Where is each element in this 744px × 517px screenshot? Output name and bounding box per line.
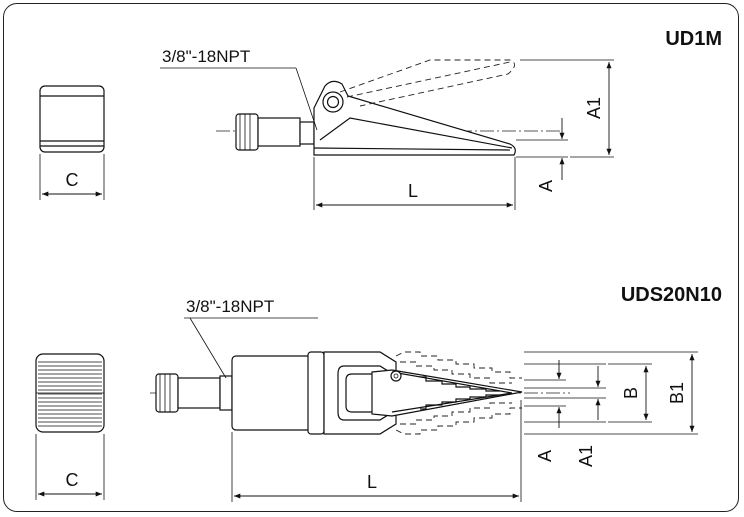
ud1m-dim-l: L	[408, 181, 418, 201]
uds20n10-port-callout: 3/8"-18NPT	[184, 297, 318, 379]
ud1m-end-view: C	[39, 85, 105, 200]
drawing-frame	[3, 3, 739, 512]
ud1m-drawing: UD1M C	[39, 28, 722, 210]
ud1m-coupler	[216, 113, 560, 151]
ud1m-dim-a: A	[536, 180, 556, 192]
ud1m-port-label: 3/8"-18NPT	[162, 47, 250, 66]
uds20n10-dim-c: C	[66, 470, 79, 490]
ud1m-dim-c: C	[66, 170, 79, 190]
ud1m-dim-a-line: A	[516, 118, 568, 192]
uds20n10-dim-l-line: L	[231, 400, 522, 502]
ud1m-dim-a1: A1	[584, 97, 604, 119]
ud1m-port-callout: 3/8"-18NPT	[160, 47, 318, 131]
uds20n10-port-label: 3/8"-18NPT	[186, 297, 274, 316]
uds20n10-dim-a1: A1	[576, 445, 596, 467]
uds20n10-dim-b1-line: B1	[667, 354, 695, 432]
uds20n10-dim-b: B	[621, 387, 641, 399]
uds20n10-dim-b-line: B	[608, 363, 652, 423]
uds20n10-model-title: UDS20N10	[621, 284, 722, 306]
uds20n10-dim-a1-line: A1	[576, 366, 601, 467]
ud1m-model-title: UD1M	[665, 28, 722, 50]
uds20n10-wedge-jaws	[371, 351, 523, 435]
ud1m-wedge-body	[313, 59, 516, 156]
ud1m-dim-a1-line: A1	[520, 59, 614, 158]
ud1m-dim-l-line: L	[313, 157, 516, 210]
uds20n10-coupler	[155, 373, 233, 413]
uds20n10-dim-a: A	[535, 450, 555, 462]
uds20n10-drawing: UDS20N10 C	[35, 284, 722, 502]
uds20n10-end-view: C	[35, 353, 105, 500]
uds20n10-dim-l: L	[367, 472, 377, 492]
uds20n10-dim-a-line: A	[535, 360, 562, 462]
uds20n10-dim-b1: B1	[667, 382, 687, 404]
uds20n10-ext-lines	[524, 351, 698, 435]
